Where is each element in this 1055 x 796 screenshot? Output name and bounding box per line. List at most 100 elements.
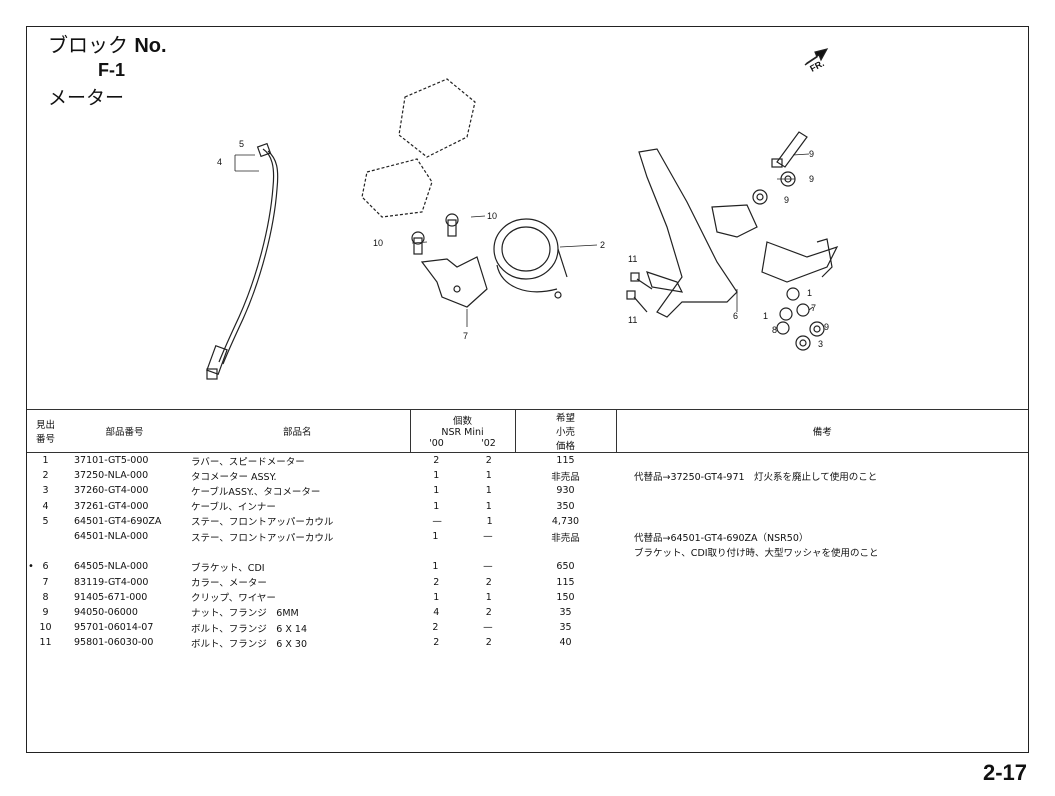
page-number: 2-17 (982, 760, 1027, 785)
cell-note: ブラケット、CDI取り付け時、大型ワッシャを使用のこと (634, 547, 879, 559)
cell-note: 代替品→64501-GT4-690ZA（NSR50） (634, 532, 809, 544)
cell-number: 37250-NLA-000 (74, 470, 149, 482)
cell-qty: 1— (410, 559, 515, 574)
cell-name: ボルト、フランジ 6 X 14 (191, 623, 307, 635)
block-no-text: No. (134, 35, 167, 57)
cell-price: 350 (556, 500, 575, 512)
header-part-number: 部品番号 (64, 409, 185, 453)
callout-2: 2 (600, 240, 605, 250)
cell-index: 10 (39, 622, 52, 634)
cell-price: 930 (556, 485, 575, 497)
header-price: 希望 小売 価格 (514, 409, 616, 453)
cell-name (185, 544, 410, 559)
cell-qty-qa: 2 (433, 637, 440, 649)
header-index-line1: 見出 (35, 420, 55, 431)
cell-note (616, 499, 1028, 514)
cell-price: 非売品 (551, 471, 580, 483)
cell-price: 40 (559, 637, 572, 649)
cell-qty-qa: 1 (432, 531, 439, 543)
cell-qty-qa: 2 (432, 622, 439, 634)
cell-number: 94050-06000 (74, 606, 138, 618)
fr-arrow-icon (804, 48, 829, 66)
parts-table: 見出 番号 部品番号 部品名 個数 NSR Mini '00 '02 希望 小売… (27, 409, 1028, 650)
header-index-line2: 番号 (35, 434, 55, 445)
callout-5: 6 (733, 311, 738, 321)
cell-index: 7 (42, 576, 49, 588)
cell-qty-qa: 2 (433, 455, 440, 467)
rubber-1-drawing (779, 287, 800, 321)
header-price-line1: 希望 (555, 413, 575, 424)
block-label: ブロック No. (48, 34, 167, 57)
cell-note (616, 590, 1028, 605)
callout-9b: 9 (784, 195, 789, 205)
cell-price: 4,730 (551, 515, 580, 527)
cell-qty-qb: 1 (485, 485, 492, 497)
bolt-10-drawing (411, 213, 459, 255)
cell-name: タコメーター ASSY. (191, 471, 277, 483)
cell-price: 非売品 (551, 532, 580, 544)
cell-number: 64505-NLA-000 (74, 561, 149, 573)
cell-index: 9 (42, 606, 49, 618)
block-label-text: ブロック (48, 33, 128, 57)
header-qty: 個数 NSR Mini '00 '02 (409, 409, 515, 453)
cell-number: 91405-671-000 (74, 591, 148, 603)
callout-3: 4 (217, 157, 222, 167)
cell-qty: 1— (410, 529, 515, 544)
cell-qty-qb: — (483, 561, 493, 573)
cell-index: 1 (42, 455, 49, 467)
cell-note (616, 483, 1028, 498)
cell-number: 37101-GT5-000 (74, 455, 149, 467)
cell-qty-qb: 2 (485, 606, 492, 618)
header-note: 備考 (615, 409, 1028, 453)
cell-note (616, 559, 1028, 574)
cell-note: 代替品→37250-GT4-971 灯火系を廃止して使用のこと (634, 471, 878, 483)
cell-qty-qb: 1 (485, 500, 492, 512)
cell-qty-qa: 1 (433, 500, 440, 512)
callout-11a: 11 (628, 254, 637, 264)
callout-7b: 8 (772, 325, 777, 335)
cell-index: 6 (42, 561, 49, 573)
cell-note (616, 514, 1028, 529)
cell-number: 95801-06030-00 (74, 637, 154, 649)
cdi-bracket-drawing (420, 256, 488, 308)
bullet-mark: • (28, 561, 34, 572)
cell-name: ラバー、スピードメーター (191, 456, 305, 468)
cable-assy-drawing (206, 142, 279, 380)
cell-qty: —1 (410, 514, 515, 529)
cell-name: ケーブルASSY.、タコメーター (191, 486, 321, 498)
cell-qty-qa: 1 (432, 561, 439, 573)
block-code: F-1 (98, 60, 125, 80)
cell-price: 115 (556, 455, 575, 467)
cell-qty: 2— (410, 620, 515, 635)
cell-index: 8 (42, 591, 49, 603)
callout-10a: 10 (487, 211, 497, 221)
cell-note (616, 605, 1028, 620)
cell-qty-qa: 1 (433, 470, 440, 482)
callout-1b: 1 (763, 311, 768, 321)
cell-qty-qa: 2 (433, 576, 440, 588)
cell-price: 35 (559, 606, 572, 618)
callout-10b: 10 (373, 238, 383, 248)
table-row: ブラケット、CDI取り付け時、大型ワッシャを使用のこと (27, 544, 1028, 559)
cell-index: 2 (42, 470, 49, 482)
cell-number (64, 544, 185, 559)
header-index: 見出 番号 (27, 409, 64, 453)
cowl-outline-drawing (361, 78, 476, 218)
page-frame (26, 26, 1029, 753)
callout-4: 5 (239, 139, 244, 149)
cell-index (27, 544, 64, 559)
header-price-line2: 小売 (555, 427, 575, 438)
cell-number: 37261-GT4-000 (74, 500, 149, 512)
cell-number: 95701-06014-07 (74, 622, 154, 634)
cell-price: 35 (559, 622, 572, 634)
